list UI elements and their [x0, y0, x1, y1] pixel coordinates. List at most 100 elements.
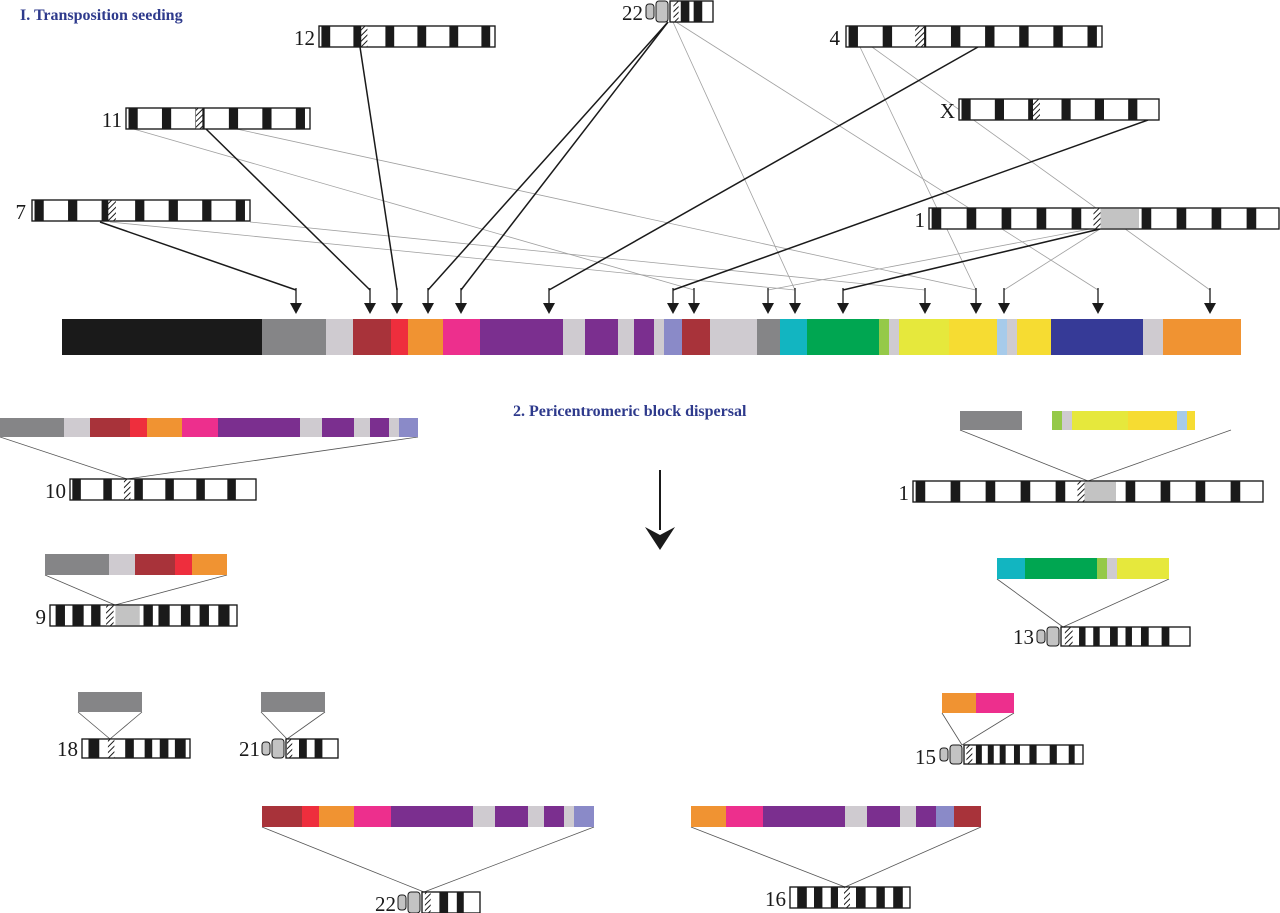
bar-block-light_gray — [326, 319, 353, 355]
blocks-chr-22-bottom — [262, 806, 594, 827]
bar-block-red — [391, 319, 408, 355]
block-gray — [261, 692, 325, 712]
seeding-line-faint — [672, 21, 796, 291]
block-light_gray — [354, 418, 370, 437]
bar-block-pink — [443, 319, 480, 355]
bar-arrow-head — [364, 303, 376, 314]
block-lavender — [574, 806, 594, 827]
chromosome-X — [958, 98, 1160, 121]
chromosome-22-top — [645, 0, 714, 23]
bar-block-light_green — [879, 319, 889, 355]
label-chr-21: 21 — [239, 737, 260, 761]
insertion-line — [1062, 578, 1170, 628]
bar-block-green — [807, 319, 879, 355]
block-orange — [147, 418, 182, 437]
seeding-line-solid — [99, 221, 297, 291]
seeding-line-faint — [767, 228, 1091, 291]
bar-block-light_gray — [1007, 319, 1017, 355]
block-pink — [354, 806, 391, 827]
blocks-chr-10 — [0, 418, 418, 437]
bar-arrow-head — [919, 303, 931, 314]
bar-block-gray — [757, 319, 780, 355]
block-dark_red — [135, 554, 175, 575]
heading-pericentromeric-dispersal: 2. Pericentromeric block dispersal — [513, 403, 747, 420]
bar-block-navy — [1051, 319, 1143, 355]
insertion-line — [114, 574, 228, 606]
bar-arrow-head — [1092, 303, 1104, 314]
insertion-line — [844, 826, 982, 888]
insertion-line — [1087, 429, 1232, 482]
insertion-line — [690, 826, 846, 888]
block-pink — [182, 418, 218, 437]
block-light_gray — [64, 418, 90, 437]
seeding-line-faint — [231, 127, 977, 291]
seeding-line-faint — [871, 46, 1211, 291]
block-light_green — [1052, 411, 1062, 430]
blocks-chr-1-b — [1052, 411, 1195, 430]
block-yellow — [1117, 558, 1169, 579]
block-gray — [0, 418, 64, 437]
bar-arrow-head — [543, 303, 555, 314]
bar-arrow-head — [1204, 303, 1216, 314]
block-teal — [997, 558, 1025, 579]
block-purple — [322, 418, 354, 437]
seeding-line-solid — [204, 127, 371, 291]
chromosome-22-bottom — [397, 891, 481, 913]
chromosome-13 — [1036, 626, 1191, 647]
seeding-line-solid — [548, 46, 979, 291]
bar-block-light_gray — [1143, 319, 1163, 355]
block-orange — [942, 693, 976, 713]
bar-block-light_gray — [618, 319, 634, 355]
insertion-line — [286, 711, 326, 740]
block-gray — [78, 692, 142, 712]
seeding-line-solid — [672, 119, 1149, 291]
seeding-line-faint — [1003, 228, 1101, 291]
chromosome-11 — [125, 107, 311, 130]
label-chr-15: 15 — [915, 745, 936, 769]
bar-arrow-head — [667, 303, 679, 314]
block-dark_red — [90, 418, 130, 437]
bar-block-lavender — [664, 319, 682, 355]
insertion-line — [423, 826, 595, 893]
label-chr-X: X — [940, 99, 955, 123]
bar-block-orange — [1163, 319, 1241, 355]
bar-block-purple — [480, 319, 563, 355]
block-dark_red — [262, 806, 302, 827]
black-arrow-lines — [99, 21, 1216, 314]
block-light_gray — [300, 418, 322, 437]
block-purple — [544, 806, 564, 827]
block-lavender — [936, 806, 954, 827]
block-green — [1025, 558, 1097, 579]
label-chr-1-bottom: 1 — [899, 481, 910, 505]
label-chr-10: 10 — [45, 479, 66, 503]
bar-arrow-head — [391, 303, 403, 314]
bar-block-gray — [262, 319, 326, 355]
insertion-line — [0, 436, 128, 480]
label-chr-9: 9 — [36, 605, 47, 629]
bar-block-orange — [408, 319, 443, 355]
seeding-line-solid — [427, 21, 669, 291]
blocks-chr-1-a — [960, 411, 1022, 430]
insertion-line — [941, 712, 963, 746]
chromosome-18 — [81, 738, 191, 759]
block-light_gray — [1062, 411, 1072, 430]
block-orange — [319, 806, 354, 827]
chromosome-15 — [939, 744, 1084, 765]
chromosome-21 — [261, 738, 339, 759]
seeding-line-solid — [842, 228, 1101, 291]
block-red — [130, 418, 147, 437]
dispersal-arrow — [645, 470, 675, 550]
chromosome-12 — [318, 25, 496, 48]
block-pink — [726, 806, 763, 827]
block-lavender — [399, 418, 418, 437]
block-light_gray — [845, 806, 867, 827]
seeding-line-faint — [675, 21, 1099, 291]
block-light_blue — [1177, 411, 1187, 430]
bar-arrow-head — [970, 303, 982, 314]
label-chr-18: 18 — [57, 737, 78, 761]
chromosome-16 — [789, 886, 911, 909]
bar-arrow-head — [422, 303, 434, 314]
insertion-line — [109, 711, 143, 740]
